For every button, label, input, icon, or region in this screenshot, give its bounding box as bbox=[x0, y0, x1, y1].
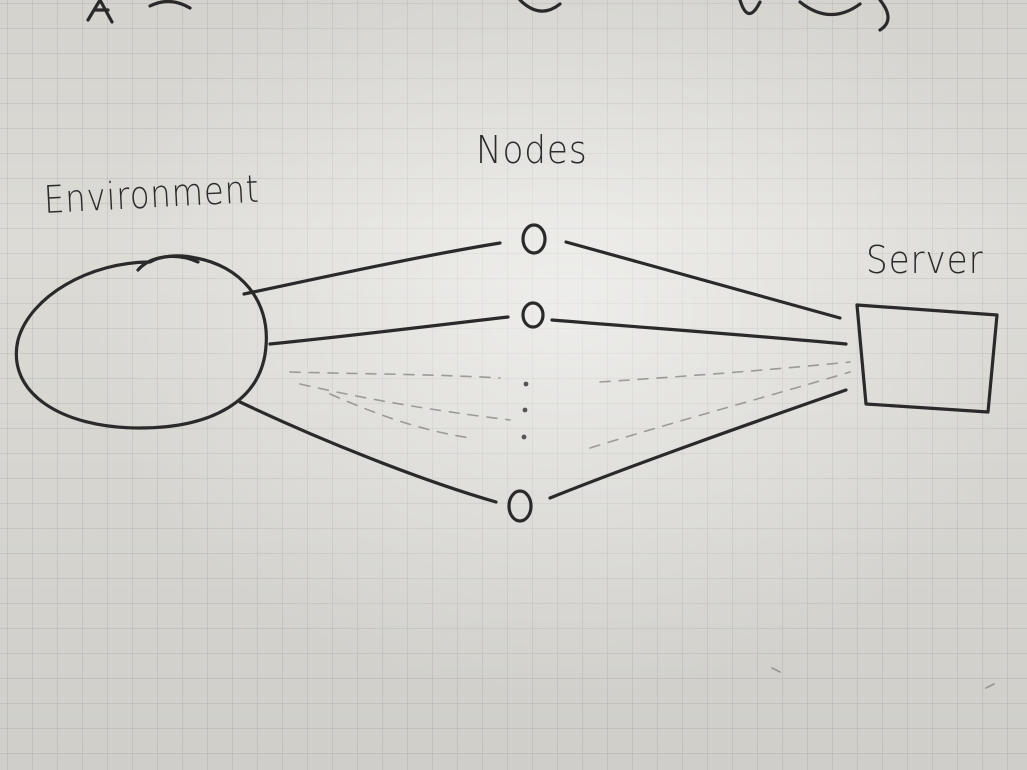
stray-mark-1 bbox=[771, 667, 781, 673]
link-env-node-3 bbox=[238, 400, 498, 504]
nodes-label: Nodes bbox=[476, 128, 588, 172]
node-2 bbox=[521, 301, 545, 329]
node-1 bbox=[521, 223, 547, 255]
ellipsis-dot-2 bbox=[522, 407, 528, 413]
node-3 bbox=[507, 489, 533, 523]
environment-fold bbox=[136, 254, 200, 272]
server-label: Server bbox=[866, 238, 984, 282]
server-box bbox=[855, 303, 999, 414]
ellipsis-line-right-2 bbox=[589, 371, 851, 449]
stray-mark-2 bbox=[985, 683, 995, 689]
ellipsis-line-left-1 bbox=[289, 371, 501, 379]
ellipsis-dot-3 bbox=[521, 434, 527, 440]
ellipsis-dot-1 bbox=[523, 381, 529, 387]
cutoff-scribble-left bbox=[86, 0, 192, 24]
ellipsis-line-right-1 bbox=[599, 361, 851, 383]
link-env-node-1 bbox=[242, 241, 502, 296]
environment-shape bbox=[14, 254, 268, 430]
ellipsis-line-left-3 bbox=[329, 393, 471, 439]
ellipsis-line-left-2 bbox=[299, 383, 511, 421]
cutoff-scribble-right bbox=[518, 0, 890, 32]
link-node-3-server bbox=[548, 388, 848, 500]
link-node-2-server bbox=[550, 318, 848, 346]
link-env-node-2 bbox=[268, 315, 510, 346]
link-node-1-server bbox=[564, 240, 842, 320]
